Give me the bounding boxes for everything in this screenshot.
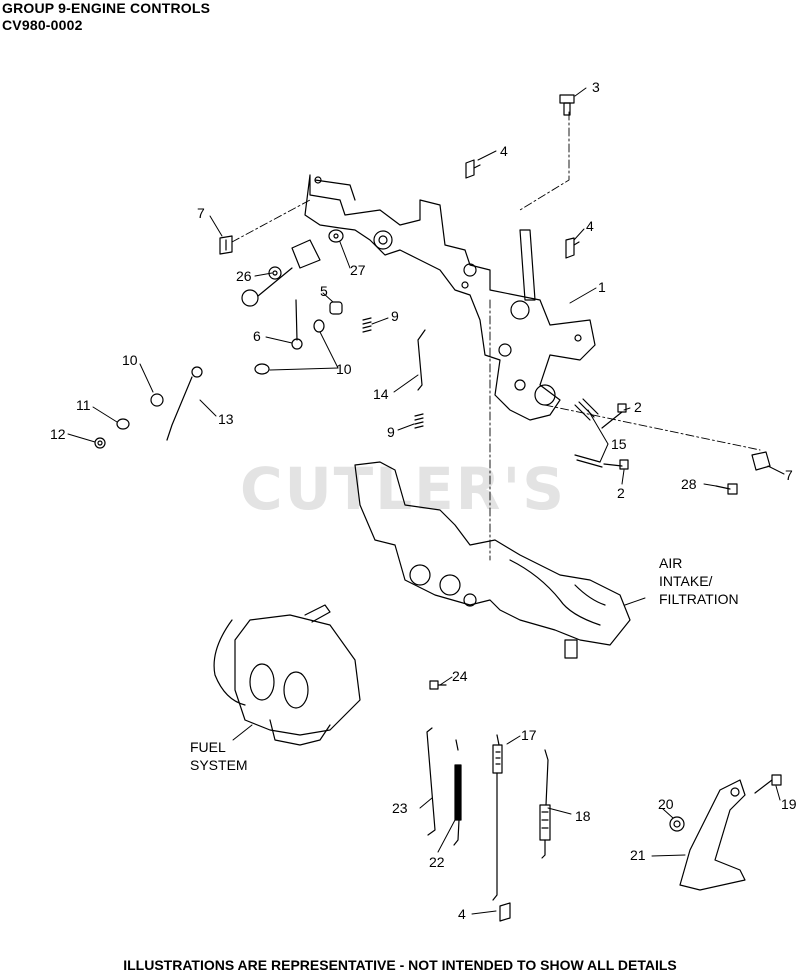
callout-1: 1 <box>598 279 606 295</box>
clip-part-7a <box>219 235 233 255</box>
spring-part-18 <box>539 749 551 859</box>
callout-7: 7 <box>197 205 205 221</box>
fuel-system-label: FUEL SYSTEM <box>190 739 248 773</box>
spring-part-17 <box>492 734 503 901</box>
model-number: CV980-0002 <box>2 17 83 33</box>
washer-part-11 <box>116 418 130 430</box>
air-intake-manifold <box>354 461 631 659</box>
callout-28: 28 <box>681 476 697 492</box>
callout-7: 7 <box>785 467 793 483</box>
callout-12: 12 <box>50 426 66 442</box>
bolt-part-3 <box>559 94 575 116</box>
bolt-part-2a <box>601 403 627 429</box>
spring-part-15 <box>574 398 603 468</box>
callout-2: 2 <box>617 485 625 501</box>
lever-part-26 <box>241 239 321 307</box>
callout-15: 15 <box>611 436 627 452</box>
callout-14: 14 <box>373 386 389 402</box>
rod-part-6 <box>291 299 303 350</box>
callout-21: 21 <box>630 847 646 863</box>
callout-9: 9 <box>391 308 399 324</box>
clip-part-4a <box>465 159 481 179</box>
bushing-part-5 <box>329 301 343 315</box>
callout-26: 26 <box>236 268 252 284</box>
callout-6: 6 <box>253 328 261 344</box>
control-bracket-part-1 <box>304 174 596 421</box>
callout-5: 5 <box>320 283 328 299</box>
callout-22: 22 <box>429 854 445 870</box>
clip-part-4b <box>565 237 580 259</box>
callout-19: 19 <box>781 796 797 812</box>
callout-13: 13 <box>218 411 234 427</box>
washer-part-27 <box>328 229 344 243</box>
callout-20: 20 <box>658 796 674 812</box>
clip-part-4c <box>499 902 511 922</box>
callout-4: 4 <box>586 218 594 234</box>
spring-part-9b <box>414 413 424 429</box>
carburetor <box>213 604 361 746</box>
callout-17: 17 <box>521 727 537 743</box>
callout-10: 10 <box>122 352 138 368</box>
rod-part-23 <box>426 727 436 836</box>
leader-lines <box>67 87 785 915</box>
callout-24: 24 <box>452 668 468 684</box>
callout-3: 3 <box>592 79 600 95</box>
callout-18: 18 <box>575 808 591 824</box>
callout-10: 10 <box>336 361 352 377</box>
callout-4: 4 <box>458 906 466 922</box>
air-intake-filtration-label: AIR INTAKE/ FILTRATION <box>659 555 739 607</box>
callout-23: 23 <box>392 800 408 816</box>
bolt-part-19 <box>754 774 782 794</box>
bracket-part-21 <box>679 779 746 891</box>
callout-2: 2 <box>634 399 642 415</box>
callout-27: 27 <box>350 262 366 278</box>
clip-part-7b <box>751 451 771 471</box>
rod-part-13 <box>166 366 203 441</box>
callout-9: 9 <box>387 424 395 440</box>
nut-part-12 <box>94 437 106 449</box>
washer-part-10c <box>150 393 164 407</box>
rod-part-14 <box>417 329 426 391</box>
watermark: CUTLER'S <box>240 455 566 523</box>
bolt-part-24 <box>429 680 447 690</box>
page-title: GROUP 9-ENGINE CONTROLS <box>2 0 211 16</box>
assembly-guide-lines <box>231 111 761 561</box>
callout-11: 11 <box>76 397 91 413</box>
spring-part-9a <box>362 317 372 333</box>
spring-part-22 <box>453 739 462 846</box>
washer-part-10b <box>254 363 270 375</box>
disclaimer-footer: ILLUSTRATIONS ARE REPRESENTATIVE - NOT I… <box>123 957 677 973</box>
washer-part-10a <box>313 319 325 333</box>
bolt-part-2b <box>603 459 629 470</box>
nut-part-20 <box>669 816 685 832</box>
callout-4: 4 <box>500 143 508 159</box>
bolt-part-28 <box>715 483 738 495</box>
